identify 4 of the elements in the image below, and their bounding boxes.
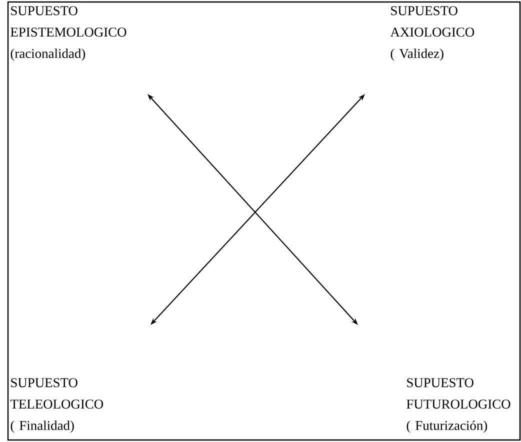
- text-label: SUPUESTO TELEOLOGICO ( Finalidad): [10, 378, 104, 433]
- text-label: SUPUESTO EPISTEMOLOGICO (racionalidad): [10, 6, 126, 61]
- text-label: SUPUESTO FUTUROLOGICO ( Futurización): [406, 378, 510, 433]
- text-label: SUPUESTO AXIOLOGICO ( Validez): [390, 6, 474, 61]
